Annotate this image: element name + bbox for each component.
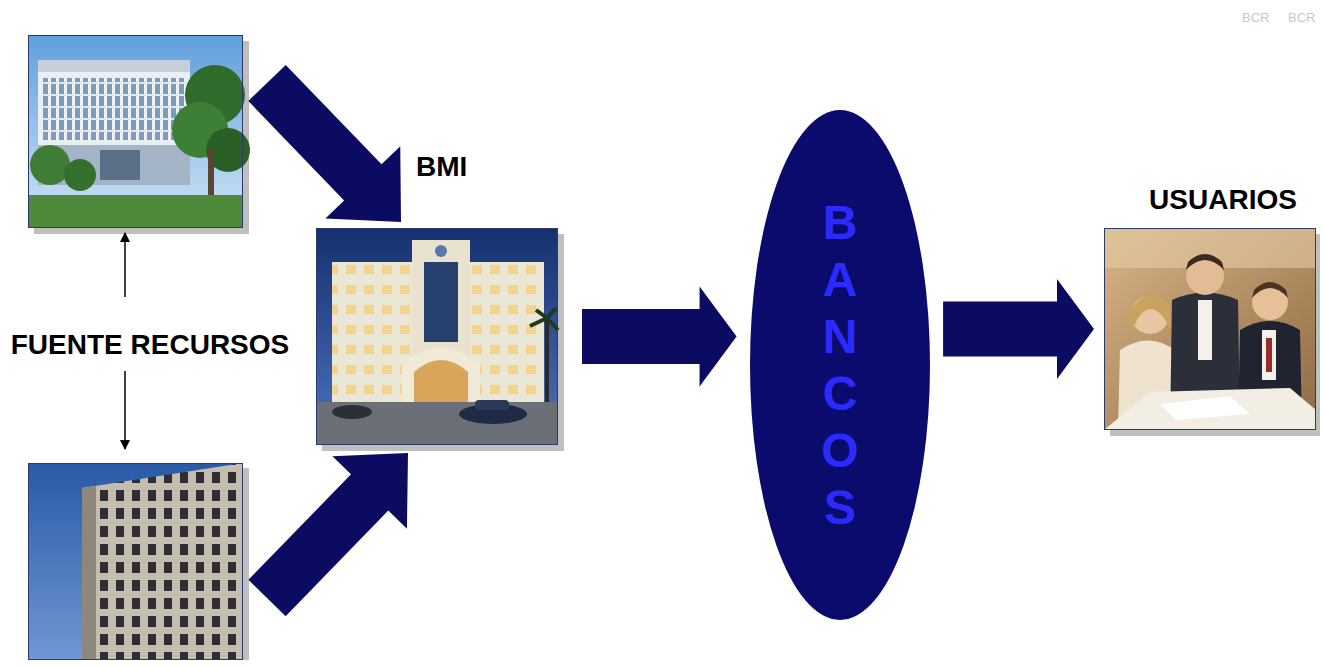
node-label: FUENTE RECURSOS [11,329,289,361]
block-arrow [582,287,737,387]
vertical-label: B A N C O S [816,194,864,536]
block-arrow [943,279,1094,379]
pointer-arrow [124,371,126,449]
bmi-photo: BMI [316,228,558,445]
block-arrow [248,65,401,222]
watermark-text: BCR [1288,10,1315,25]
source-label: FUENTE RECURSOS [9,327,291,363]
office-tower-photo [28,463,249,660]
node-label: BMI [416,151,467,183]
ellipse-shape [750,110,930,620]
ellipse-outline [750,110,930,620]
users-photo: USUARIOS [1104,228,1316,430]
node-label: USUARIOS [1105,184,1317,216]
pointer-arrow [124,233,126,297]
source-photo [28,463,243,660]
banks-ellipse: B A N C O S [750,110,930,620]
central-bank-photo [28,35,250,234]
block-arrow [248,453,408,616]
bmi-building-photo [316,228,564,451]
source-photo [28,35,243,228]
watermark-text: BCR [1242,10,1269,25]
users-photo [1104,228,1320,436]
